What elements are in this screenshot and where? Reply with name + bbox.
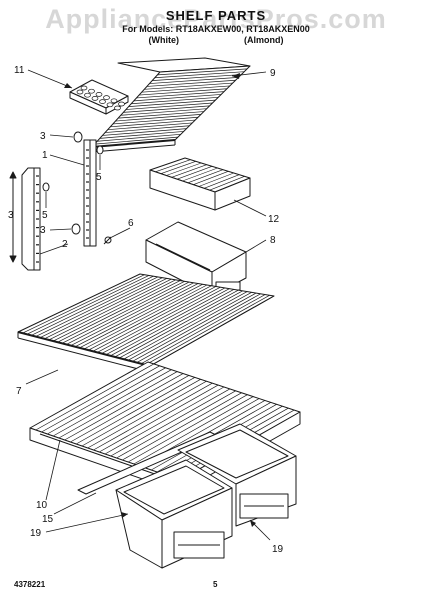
part-9-wire-shelf [91,57,251,153]
part-1-support-bracket [71,131,112,247]
color-variants: (White) (Almond) [0,35,432,45]
callout-12: 12 [268,214,280,225]
callout-3-left: 3 [8,210,14,221]
part-11-egg-tray [69,79,129,115]
callout-3-top: 3 [40,131,46,142]
part-8-drawer [145,221,247,297]
callout-2: 2 [62,239,68,250]
callout-15: 15 [42,514,54,525]
callout-5-left: 5 [42,210,48,221]
page-number: 5 [213,580,218,589]
variant-almond: (Almond) [244,35,284,45]
part-19-crisper-drawer-left [115,459,233,569]
callout-5-right: 5 [96,172,102,183]
callout-labels: 11 9 3 1 5 3 5 6 3 2 12 8 7 10 15 19 19 [8,65,284,555]
watermark: AppliancePartsPros.com [45,4,387,34]
part-7-wire-shelf [17,273,275,373]
variant-white: (White) [148,35,179,45]
part-2-side-rail [9,167,50,271]
callout-3-bottom: 3 [40,225,46,236]
callout-6: 6 [128,218,134,229]
callout-10: 10 [36,500,48,511]
document-number: 4378221 [14,580,46,589]
callout-19-left: 19 [30,528,42,539]
part-12-tray [149,157,251,211]
part-19-crisper-drawer-right [177,423,297,527]
leader-lines [25,69,271,541]
page-title: SHELF PARTS [165,8,267,23]
callout-9: 9 [270,68,276,79]
callout-7: 7 [16,386,22,397]
callout-1: 1 [42,150,48,161]
callout-19-right: 19 [272,544,284,555]
leader-arrowheads [64,73,256,527]
model-numbers: For Models: RT18AKXEW00, RT18AKXEN00 [122,24,310,34]
callout-11: 11 [14,65,25,76]
callout-8: 8 [270,235,276,246]
